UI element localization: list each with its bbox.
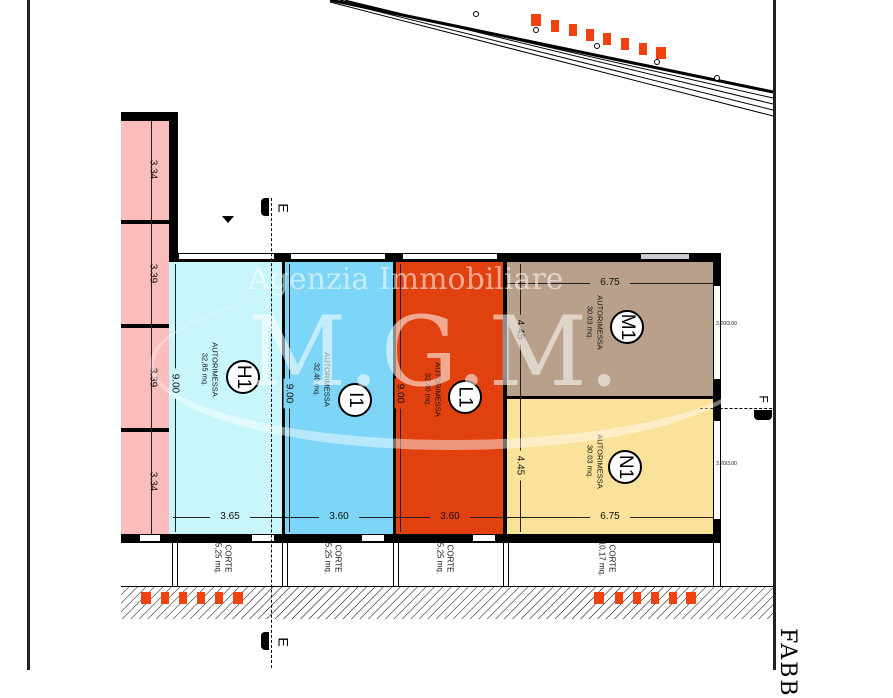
frame-right-line bbox=[773, 0, 776, 670]
unit-m1-area: 30.03 mq. bbox=[585, 305, 595, 340]
right-window-m1 bbox=[713, 285, 721, 380]
corte-3-area: 5,25 mq. bbox=[435, 542, 445, 575]
left-dim-1: 3.34 bbox=[147, 159, 159, 180]
corte-1-label: CORTE bbox=[223, 544, 233, 573]
window-n1-label: 3.20/3.00 bbox=[716, 461, 737, 467]
left-block-divider-3 bbox=[121, 428, 169, 432]
unit-h1[interactable] bbox=[169, 262, 282, 534]
width-h1: 3.65 bbox=[210, 511, 250, 522]
left-dim-2: 3.39 bbox=[147, 263, 159, 284]
divider-l1-m1 bbox=[503, 262, 507, 534]
left-block-right-wall bbox=[169, 112, 178, 262]
section-line-e bbox=[271, 198, 272, 668]
depth-m1: 4.45 bbox=[514, 314, 526, 345]
width-l1: 3.60 bbox=[430, 511, 470, 522]
unit-l1-area: 32.40 mq. bbox=[423, 372, 433, 407]
left-block-top-wall bbox=[121, 112, 178, 121]
corte-3-label: CORTE bbox=[445, 544, 455, 573]
door-left-block bbox=[140, 535, 160, 541]
road-lines bbox=[329, 0, 774, 117]
section-marker-f bbox=[754, 410, 772, 420]
building-label: FABB bbox=[775, 628, 800, 698]
width-n1: 6.75 bbox=[590, 511, 630, 522]
divider-m1-n1 bbox=[507, 396, 713, 399]
corte-4-label: CORTE bbox=[607, 544, 617, 573]
width-i1: 3.60 bbox=[319, 511, 359, 522]
section-line-f bbox=[700, 408, 772, 409]
depth-l1: 9.00 bbox=[394, 378, 406, 409]
top-window-i1 bbox=[290, 253, 386, 260]
corte-2-label: CORTE bbox=[333, 544, 343, 573]
corte-1-area: 5,25 mq. bbox=[213, 542, 223, 575]
unit-n1-type: AUTORIMESSA bbox=[595, 434, 605, 489]
depth-i1: 9.00 bbox=[283, 378, 295, 409]
unit-l1-badge: L1 bbox=[448, 380, 482, 414]
unit-n1-badge: N1 bbox=[608, 450, 642, 484]
corte-4-area: 10,17 mq. bbox=[597, 540, 607, 577]
hatched-sidewalk bbox=[121, 586, 773, 619]
width-m1: 6.75 bbox=[590, 277, 630, 288]
section-marker-e-bottom bbox=[261, 632, 269, 650]
depth-h1: 9.00 bbox=[169, 368, 181, 399]
section-e-bottom-label: E bbox=[275, 637, 292, 647]
section-e-top-label: E bbox=[275, 203, 292, 213]
dim-v-mn bbox=[520, 264, 521, 532]
unit-h1-type: AUTORIMESSA bbox=[210, 342, 220, 397]
depth-n1: 4.45 bbox=[514, 450, 526, 481]
left-block-dim-line bbox=[151, 121, 152, 535]
left-block-divider-2 bbox=[121, 324, 169, 328]
section-marker-e-top bbox=[261, 198, 269, 216]
unit-i1-area: 32.40 mq. bbox=[312, 362, 322, 397]
top-window-m1 bbox=[640, 253, 690, 260]
right-window-n1 bbox=[713, 420, 721, 520]
unit-m1-type: AUTORIMESSA bbox=[595, 295, 605, 350]
courtyard-divider-2 bbox=[282, 543, 288, 586]
top-window-l1 bbox=[402, 253, 498, 260]
unit-h1-badge: H1 bbox=[226, 360, 260, 394]
window-m1-label: 3.20/3.00 bbox=[716, 321, 737, 327]
courtyard-divider-3 bbox=[393, 543, 399, 586]
bottom-wall bbox=[121, 534, 721, 543]
courtyard-divider-1 bbox=[172, 543, 178, 586]
frame-left-line bbox=[27, 0, 30, 670]
courtyard-divider-5 bbox=[713, 543, 721, 586]
section-f-label: F bbox=[756, 395, 771, 403]
top-window-h1 bbox=[178, 253, 275, 260]
left-block-divider-1 bbox=[121, 220, 169, 224]
right-wall bbox=[713, 253, 721, 543]
courtyard-strip bbox=[169, 543, 721, 586]
arrow-down-marker bbox=[222, 216, 234, 223]
left-dim-3: 3.39 bbox=[147, 367, 159, 388]
door-h1 bbox=[252, 535, 274, 541]
corte-2-area: 5,25 mq. bbox=[323, 542, 333, 575]
left-dim-4: 3.34 bbox=[147, 471, 159, 492]
unit-m1-badge: M1 bbox=[610, 310, 644, 344]
unit-h1-area: 32,85 mq. bbox=[200, 352, 210, 387]
unit-i1-type: AUTORIMESSA bbox=[322, 352, 332, 407]
door-i1 bbox=[362, 535, 384, 541]
courtyard-divider-4 bbox=[503, 543, 509, 586]
unit-n1-area: 30.03 mq. bbox=[585, 444, 595, 479]
unit-l1-type: AUTORIMESSA bbox=[433, 362, 443, 417]
door-l1 bbox=[473, 535, 495, 541]
unit-i1-badge: I1 bbox=[338, 383, 372, 417]
